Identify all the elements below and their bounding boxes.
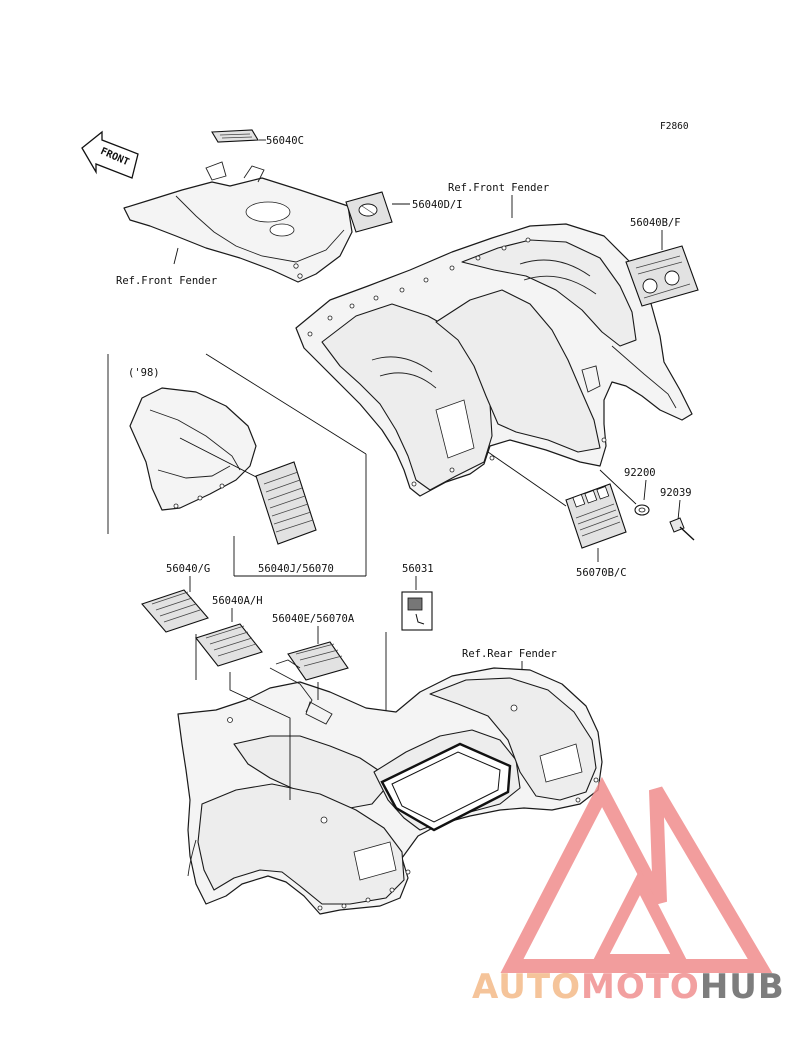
label-56040j-56070: 56040J/56070	[258, 563, 334, 575]
label-56031: 56031	[402, 563, 434, 575]
decal-56040ah	[195, 623, 263, 667]
label-92039: 92039	[660, 487, 692, 499]
watermark-text-hub: HUB	[700, 967, 785, 1007]
front-direction-arrow-icon: FRONT	[81, 130, 139, 179]
front-fender-main	[295, 223, 693, 497]
label-56040g: 56040/G	[166, 563, 210, 575]
washer-92200	[634, 504, 650, 516]
inset-frame-lines	[107, 353, 367, 577]
label-56040di: 56040D/I	[412, 199, 463, 211]
decal-56040j-56070	[255, 461, 317, 545]
label-56040ah: 56040A/H	[212, 595, 263, 607]
fender-98-inset	[129, 387, 263, 511]
rear-fender	[177, 659, 603, 915]
watermark-text-moto: MOTO	[581, 967, 700, 1007]
decal-56040c	[211, 129, 259, 143]
decal-56070bc	[565, 483, 627, 549]
figure-id: F2860	[660, 121, 689, 132]
label-ref-rear-fender: Ref.Rear Fender	[462, 648, 557, 660]
label-56040c: 56040C	[266, 135, 304, 147]
decal-56040g	[141, 589, 209, 633]
watermark-text-auto: AUTO	[472, 967, 581, 1007]
decal-56040e-56070a	[287, 641, 349, 681]
label-ref-front-fender-top: Ref.Front Fender	[448, 182, 549, 194]
front-fender-left-part	[123, 161, 353, 283]
label-plate-56031	[401, 591, 433, 631]
screw-92039	[669, 517, 695, 541]
label-92200: 92200	[624, 467, 656, 479]
label-ref-front-fender-left: Ref.Front Fender	[116, 275, 217, 287]
label-56040e-56070a: 56040E/56070A	[272, 613, 355, 625]
decal-56040bf	[625, 245, 699, 307]
label-56040bf: 56040B/F	[630, 217, 681, 229]
year-note: ('98)	[128, 367, 160, 379]
decal-56040di	[345, 191, 393, 233]
watermark-text: AUTOMOTOHUB	[472, 967, 785, 1007]
watermark-logo	[500, 776, 773, 973]
label-56070bc: 56070B/C	[576, 567, 627, 579]
